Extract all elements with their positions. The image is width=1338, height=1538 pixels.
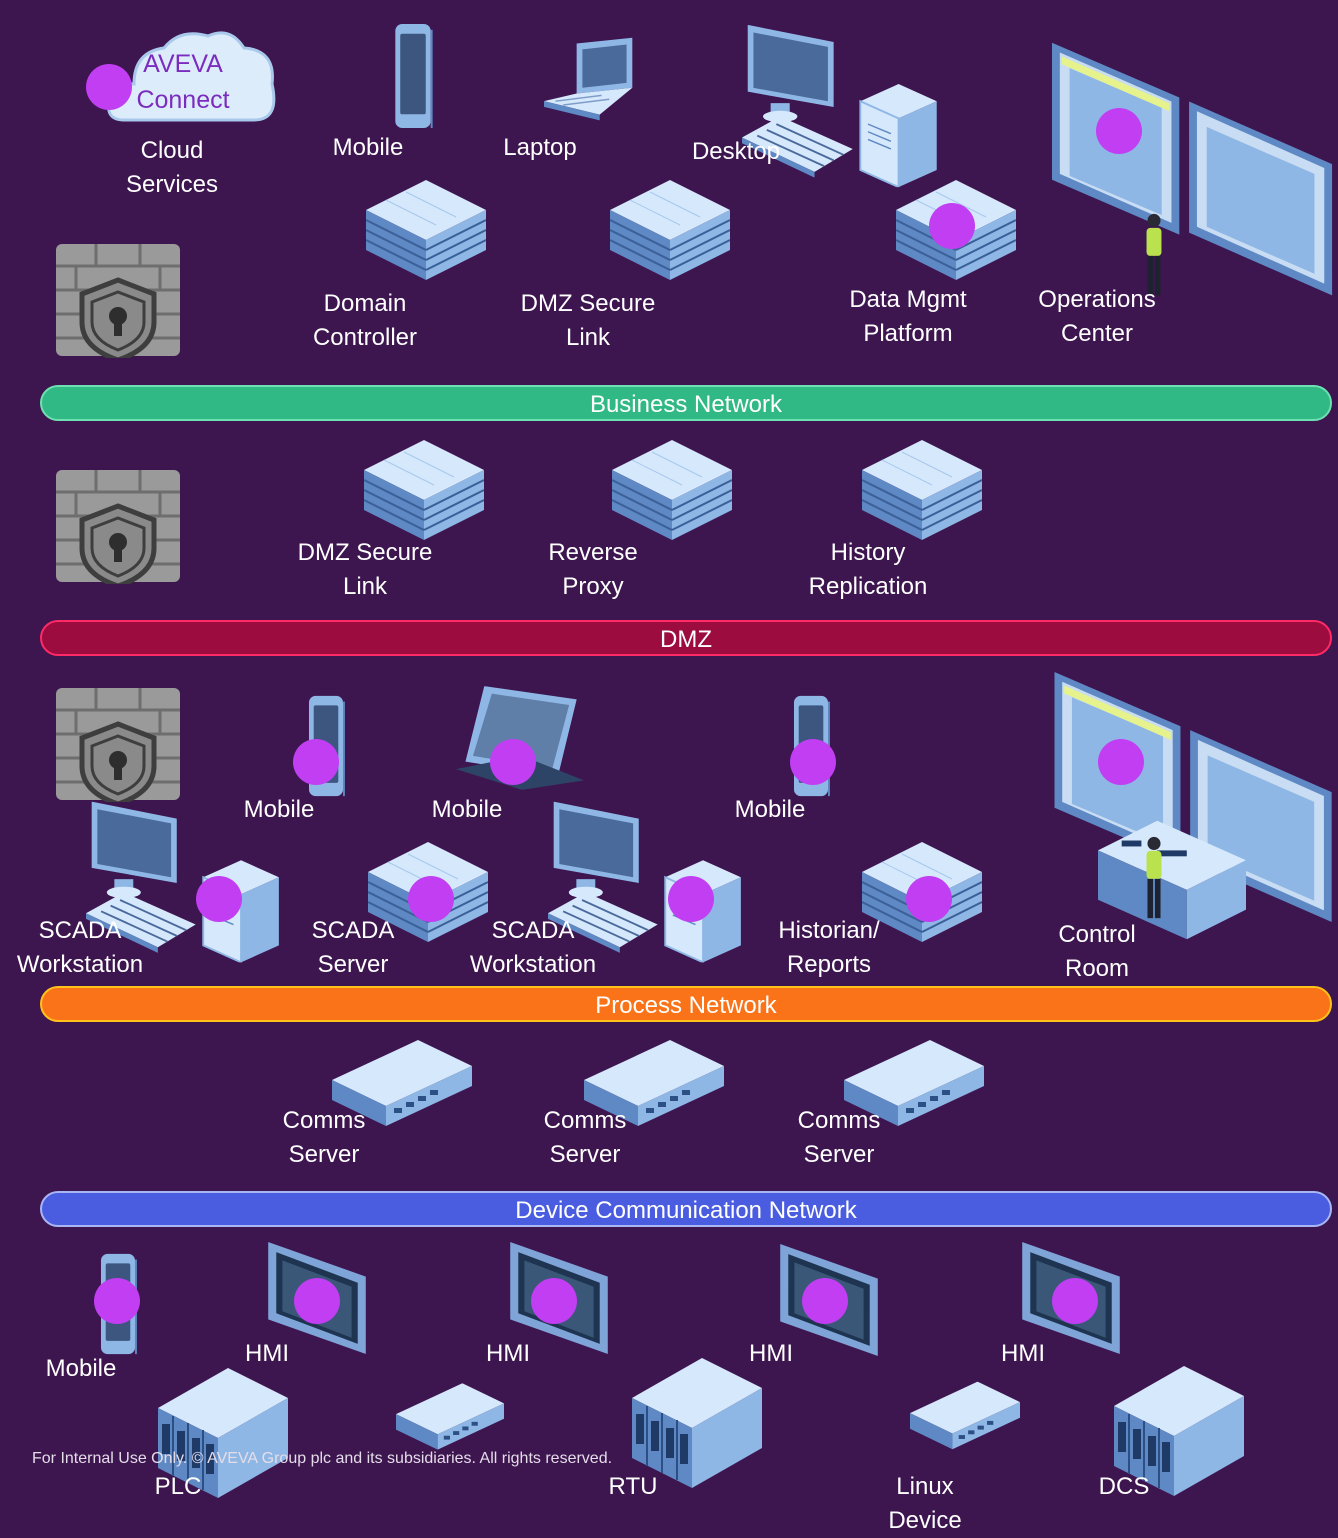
highlight-marker: [490, 739, 536, 785]
label-mobile-device: Mobile: [45, 1355, 117, 1382]
highlight-marker: [293, 739, 339, 785]
label-rtu: RTU: [608, 1473, 658, 1500]
highlight-marker: [408, 876, 454, 922]
label-mobile-process-1: Mobile: [243, 796, 315, 823]
linux-device-icon: [910, 1380, 1020, 1454]
firewall-icon: [56, 468, 180, 584]
label-mobile-process-2: Mobile: [431, 796, 503, 823]
label-hmi-1: HMI: [245, 1340, 289, 1367]
operator-icon: [1140, 832, 1168, 924]
highlight-marker: [1096, 108, 1142, 154]
highlight-marker: [790, 739, 836, 785]
label-mobile-process-3: Mobile: [734, 796, 806, 823]
highlight-marker: [294, 1278, 340, 1324]
business-network-bar: Business Network: [40, 385, 1332, 421]
highlight-marker: [196, 876, 242, 922]
rtu-cabinet-icon: [632, 1358, 762, 1488]
highlight-marker: [668, 876, 714, 922]
label-desktop: Desktop: [691, 138, 781, 165]
label-hmi-3: HMI: [749, 1340, 793, 1367]
label-hmi-2: HMI: [486, 1340, 530, 1367]
label-laptop: Laptop: [503, 134, 577, 161]
highlight-marker: [929, 203, 975, 249]
server-rack-icon: [610, 180, 730, 280]
device-communication-network-bar: Device Communication Network: [40, 1191, 1332, 1227]
label-hmi-4: HMI: [1001, 1340, 1045, 1367]
dmz-bar: DMZ: [40, 620, 1332, 656]
highlight-marker: [802, 1278, 848, 1324]
server-rack-icon: [366, 180, 486, 280]
server-rack-icon: [862, 440, 982, 540]
video-wall-icon: [1052, 42, 1336, 298]
highlight-marker: [1052, 1278, 1098, 1324]
highlight-marker: [531, 1278, 577, 1324]
process-network-bar: Process Network: [40, 986, 1332, 1022]
label-historian-reports: Historian/Reports: [778, 917, 880, 978]
mobile-icon: [392, 22, 434, 130]
laptop-icon: [544, 36, 640, 126]
highlight-marker: [1098, 739, 1144, 785]
firewall-icon: [56, 686, 180, 802]
label-mobile-top: Mobile: [332, 134, 404, 161]
label-dcs: DCS: [1098, 1473, 1150, 1500]
switch-icon: [396, 1382, 504, 1454]
server-rack-icon: [364, 440, 484, 540]
firewall-icon: [56, 242, 180, 358]
server-rack-icon: [612, 440, 732, 540]
footer-notice: For Internal Use Only. © AVEVA Group plc…: [32, 1450, 613, 1467]
label-plc: PLC: [154, 1473, 202, 1500]
highlight-marker: [86, 64, 132, 110]
highlight-marker: [906, 876, 952, 922]
cloud-brand: AVEVA Connect: [136, 50, 230, 114]
highlight-marker: [94, 1278, 140, 1324]
